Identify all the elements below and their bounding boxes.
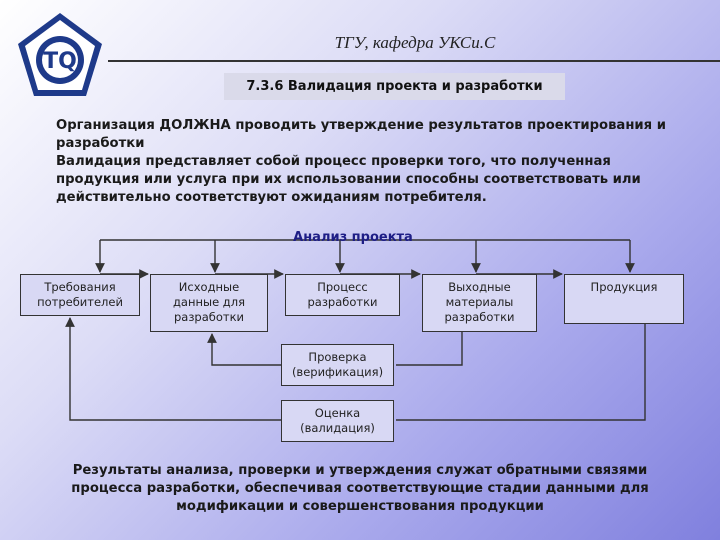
header-title: ТГУ, кафедра УКСи.С <box>334 33 496 52</box>
intro-paragraph-2: Валидация представляет собой процесс про… <box>56 154 641 205</box>
box-output-materials: Выходные материалы разработки <box>422 274 537 332</box>
validation-loop <box>396 324 646 421</box>
box-validation: Оценка (валидация) <box>281 400 394 442</box>
box-input-data: Исходные данные для разработки <box>150 274 268 332</box>
validation-feedback <box>65 317 281 421</box>
conclusion-text: Результаты анализа, проверки и утвержден… <box>71 463 649 514</box>
box-customer-requirements: Требования потребителей <box>20 274 140 316</box>
verification-feedback <box>207 333 281 366</box>
verification-loop <box>396 332 463 366</box>
box-product: Продукция <box>564 274 684 324</box>
section-title: 7.3.6 Валидация проекта и разработки <box>224 73 565 100</box>
analysis-label: Анализ проекта <box>293 230 413 245</box>
intro-text: Организация ДОЛЖНА проводить утверждение… <box>56 117 686 207</box>
header-divider <box>108 60 720 62</box>
logo-letters: TQ <box>43 49 77 74</box>
intro-paragraph-1: Организация ДОЛЖНА проводить утверждение… <box>56 118 666 151</box>
box-verification: Проверка (верификация) <box>281 344 394 386</box>
university-logo-icon: TQ <box>18 13 102 96</box>
box-development-process: Процесс разработки <box>285 274 400 316</box>
